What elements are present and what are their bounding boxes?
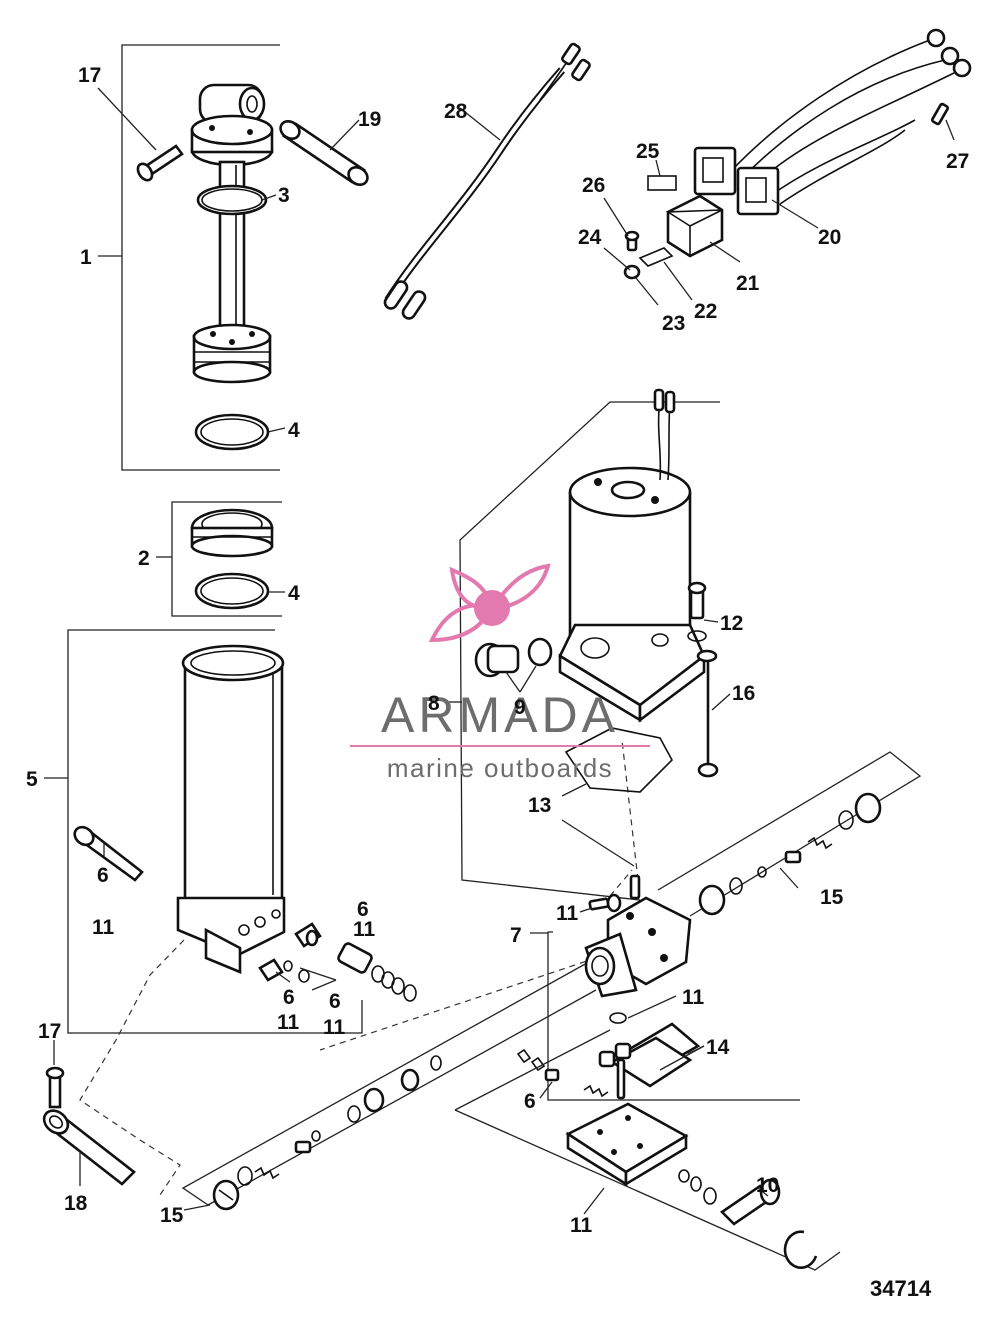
pin-18 — [42, 1109, 136, 1186]
valve-train-15-lower — [181, 957, 597, 1211]
leader-lines — [53, 87, 955, 1215]
callout-28: 28 — [444, 100, 468, 123]
washer-11 — [609, 1012, 627, 1024]
callout-7: 7 — [510, 924, 522, 947]
sleeve-27 — [930, 102, 950, 126]
callout-17: 17 — [78, 64, 101, 87]
fill-plug-9 — [474, 637, 553, 678]
manual-release-valve-10 — [678, 1169, 818, 1269]
callout-6: 6 — [524, 1090, 536, 1113]
callout-12: 12 — [720, 612, 743, 635]
callout-18: 18 — [64, 1192, 88, 1215]
callout-11: 11 — [682, 986, 705, 1009]
callout-20: 20 — [818, 226, 841, 249]
callout-11: 11 — [323, 1016, 346, 1039]
callout-26: 26 — [582, 174, 605, 197]
callout-11: 11 — [277, 1011, 300, 1034]
harness-28 — [383, 42, 591, 320]
filter-14 — [598, 1022, 701, 1088]
screw-24-26 — [624, 230, 640, 252]
trim-rod-assembly — [190, 83, 274, 384]
relay-harness-20 — [693, 28, 972, 216]
callout-23: 23 — [662, 312, 685, 335]
callout-labels: 17 19 3 1 4 2 4 5 6 11 6 11 6 11 6 11 17… — [26, 64, 969, 1237]
manifold-plate-11 — [565, 1102, 689, 1187]
screw-11-upper — [588, 893, 622, 913]
callout-4: 4 — [288, 419, 300, 442]
bracket-22 — [638, 247, 674, 267]
cylinder-valve-parts — [258, 922, 417, 1002]
watermark-subtitle: marine outboards — [387, 753, 613, 783]
screw-12 — [687, 581, 707, 642]
armada-watermark: ARMADA marine outboards — [350, 563, 650, 783]
callout-11: 11 — [556, 902, 579, 925]
callout-8: 8 — [428, 692, 440, 715]
piston-assembly-2 — [190, 508, 274, 558]
callout-6: 6 — [97, 864, 109, 887]
callout-6: 6 — [357, 898, 369, 921]
valve-train-15-upper — [657, 751, 922, 917]
callout-19: 19 — [358, 108, 381, 131]
o-ring-3 — [196, 184, 268, 216]
bolt-6-11 — [73, 825, 144, 882]
callout-11: 11 — [353, 918, 376, 941]
callout-15: 15 — [160, 1204, 184, 1227]
check-valve-6 — [516, 1048, 609, 1098]
bolt-17-top — [136, 144, 184, 182]
callout-6: 6 — [283, 986, 295, 1009]
pin-19 — [279, 120, 369, 186]
callout-17: 17 — [38, 1020, 61, 1043]
callout-13: 13 — [528, 794, 551, 817]
relay-21 — [665, 194, 724, 258]
o-ring-4-upper — [194, 413, 270, 451]
trim-cylinder — [176, 644, 286, 974]
callout-3: 3 — [278, 184, 290, 207]
pump-motor — [558, 388, 706, 723]
callout-24: 24 — [578, 226, 602, 249]
figure-number: 34714 — [870, 1276, 932, 1301]
callout-27: 27 — [946, 150, 969, 173]
callout-11: 11 — [92, 916, 115, 939]
manifold-7 — [584, 874, 692, 998]
callout-5: 5 — [26, 768, 38, 791]
callout-10: 10 — [756, 1174, 779, 1197]
watermark-title: ARMADA — [381, 687, 619, 743]
callout-22: 22 — [694, 300, 717, 323]
callout-9: 9 — [514, 696, 526, 719]
callout-25: 25 — [636, 140, 660, 163]
dipstick-16 — [696, 649, 719, 778]
callout-4: 4 — [288, 582, 300, 605]
callout-21: 21 — [736, 272, 760, 295]
callout-11: 11 — [570, 1214, 593, 1237]
callout-6: 6 — [329, 990, 341, 1013]
callout-14: 14 — [706, 1036, 730, 1059]
callout-2: 2 — [138, 547, 150, 570]
callout-1: 1 — [80, 246, 92, 269]
label-25 — [647, 175, 677, 191]
callout-15: 15 — [820, 886, 844, 909]
dashed-guides — [79, 739, 639, 1196]
propeller-logo — [428, 563, 551, 643]
bolt-17-lower — [45, 1066, 65, 1109]
callout-16: 16 — [732, 682, 755, 705]
o-ring-4-lower — [194, 572, 270, 610]
gasket-13 — [564, 727, 673, 793]
